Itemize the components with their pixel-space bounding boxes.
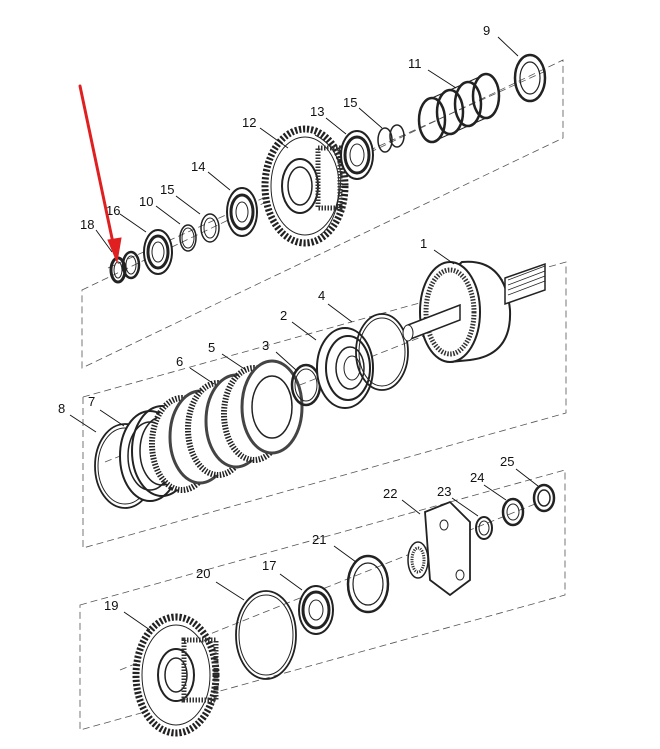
part-14-bearing[interactable] [226, 187, 258, 237]
highlight-arrow-icon [78, 84, 122, 264]
label-part-20: 20 [196, 566, 210, 581]
label-part-11: 11 [408, 56, 422, 71]
label-part-12: 12 [242, 115, 256, 130]
part-17-bearing[interactable] [298, 585, 334, 635]
part-15-rings-right[interactable] [377, 124, 405, 153]
part-10-bearing[interactable] [143, 229, 173, 275]
label-part-24: 24 [470, 470, 484, 485]
part-12-gear[interactable] [261, 125, 349, 247]
label-part-9: 9 [483, 23, 490, 38]
label-part-13: 13 [310, 104, 324, 119]
part-13-bearing[interactable] [340, 130, 374, 180]
label-part-4: 4 [318, 288, 325, 303]
part-25-nut[interactable] [532, 483, 556, 513]
row-2-group [82, 260, 567, 549]
label-part-8: 8 [58, 401, 65, 416]
label-part-5: 5 [208, 340, 215, 355]
label-part-7: 7 [88, 394, 95, 409]
label-part-10: 10 [139, 194, 153, 209]
part-11-spring[interactable] [417, 72, 501, 144]
label-part-14: 14 [191, 159, 205, 174]
label-part-3: 3 [262, 338, 269, 353]
label-part-19: 19 [104, 598, 118, 613]
label-part-15-left: 15 [160, 182, 174, 197]
part-15-rings-left[interactable] [179, 213, 220, 252]
part-1-clutch-drum[interactable] [402, 260, 546, 364]
label-part-17: 17 [262, 558, 276, 573]
part-22-flange[interactable] [407, 500, 471, 597]
part-4-seal[interactable] [355, 313, 409, 391]
label-part-21: 21 [312, 532, 326, 547]
label-part-25: 25 [500, 454, 514, 469]
part-19-gear[interactable] [132, 613, 220, 737]
row-2-frame [82, 261, 567, 549]
label-part-22: 22 [383, 486, 397, 501]
row-3-frame [79, 469, 566, 731]
part-20-ring[interactable] [235, 590, 297, 680]
part-21-ring[interactable] [346, 554, 390, 614]
label-part-18: 18 [80, 217, 94, 232]
label-part-6: 6 [176, 354, 183, 369]
row-1-frame [81, 59, 564, 369]
row-3-group [79, 469, 566, 737]
part-5-6-clutch-pack[interactable] [149, 359, 304, 493]
part-2-piston[interactable] [316, 327, 374, 409]
part-9-ring[interactable] [513, 53, 547, 103]
part-labels: 9 11 12 13 15 14 15 10 16 18 1 4 2 3 5 6… [58, 23, 514, 613]
part-16-ring[interactable] [121, 250, 141, 280]
label-part-16: 16 [106, 203, 120, 218]
label-part-15-right: 15 [343, 95, 357, 110]
part-23-ring[interactable] [475, 516, 493, 540]
row-1-group [81, 53, 564, 369]
label-part-23: 23 [437, 484, 451, 499]
leader-lines [69, 36, 539, 631]
label-part-2: 2 [280, 308, 287, 323]
label-part-1: 1 [420, 236, 427, 251]
part-24-washer[interactable] [501, 497, 525, 527]
